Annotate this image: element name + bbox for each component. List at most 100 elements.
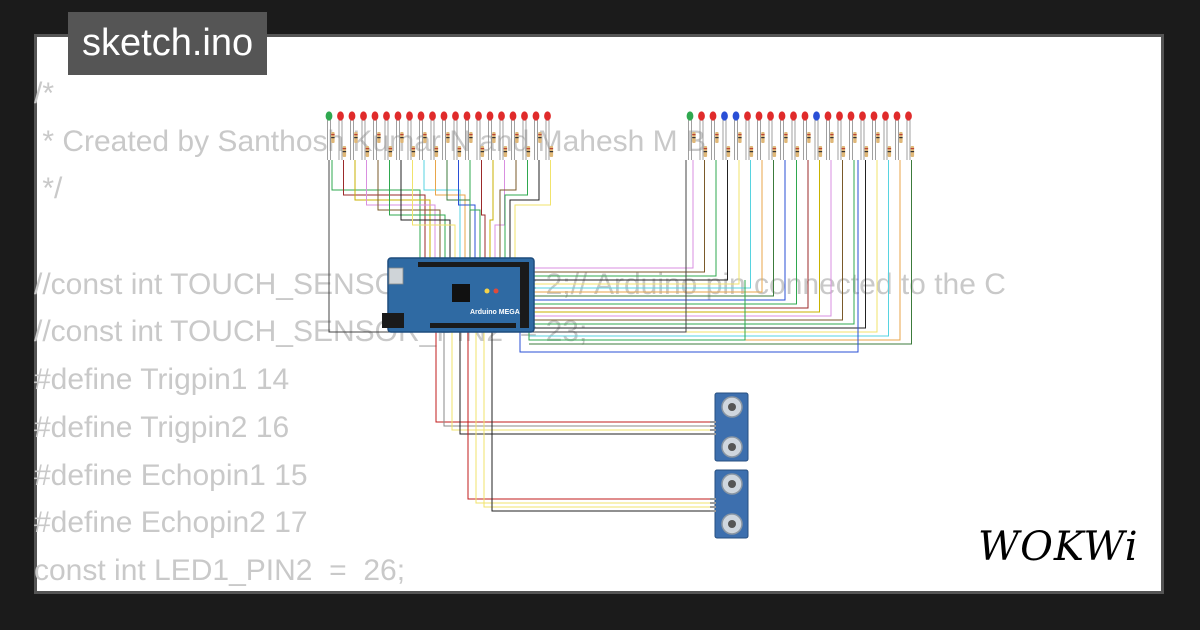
resistor-icon [331, 132, 335, 143]
resistor-icon [910, 146, 915, 157]
wire [343, 160, 426, 262]
led-icon [440, 111, 448, 160]
led-icon [406, 111, 413, 160]
led-icon [429, 111, 436, 160]
wire [458, 160, 476, 262]
resistor-icon [692, 132, 696, 143]
wire [459, 330, 710, 435]
resistor-icon [446, 132, 450, 143]
wire [467, 330, 710, 500]
led-icon [394, 111, 402, 160]
resistor-icon [400, 132, 404, 143]
wire [499, 160, 517, 262]
wire [529, 160, 763, 293]
wire [435, 330, 710, 423]
ultrasonic-sensors [710, 392, 749, 539]
resistor-icon [457, 146, 462, 157]
led-icon [870, 111, 878, 160]
led-icon [417, 111, 425, 160]
led-icon [521, 111, 528, 160]
led-icon [836, 111, 843, 160]
resistor-icon [887, 146, 892, 157]
filename-tab: sketch.ino [68, 12, 268, 75]
ultrasonic-sensor-icon [710, 392, 749, 462]
preview-card [34, 34, 1164, 594]
wire [529, 160, 705, 273]
led-icon [698, 111, 705, 160]
code-line: /* [34, 77, 55, 110]
led-icon [463, 111, 471, 160]
led-icon [348, 111, 356, 160]
wire [504, 160, 528, 262]
wire [514, 160, 551, 262]
led-icon [755, 111, 763, 160]
resistor-icon [354, 132, 358, 143]
led-icon [532, 111, 540, 160]
code-line: const int LED1_PIN2 = 26; [34, 553, 406, 587]
wire [529, 160, 889, 337]
led-icon [325, 111, 333, 160]
led-icon [709, 111, 717, 160]
resistor-icon [515, 132, 519, 143]
led-icon [721, 111, 728, 160]
wire [529, 160, 728, 281]
resistor-icon [795, 146, 800, 157]
wire [491, 330, 710, 512]
led-icon [824, 111, 832, 160]
wire [481, 160, 486, 262]
resistor-icon [377, 132, 381, 143]
led-icon [371, 111, 379, 160]
resistor-icon [864, 146, 869, 157]
resistor-icon [469, 132, 473, 143]
wire [469, 160, 481, 262]
led-icon [475, 111, 482, 160]
ultrasonic-sensor-icon [710, 469, 749, 539]
wire [529, 160, 694, 269]
wire [529, 160, 901, 341]
wire [529, 160, 866, 329]
resistor-icon [434, 146, 439, 157]
wire [529, 160, 809, 309]
led-icon [859, 111, 866, 160]
led-icon [337, 111, 344, 160]
code-line: */ [34, 172, 63, 206]
led-icon [486, 111, 494, 160]
led-icon [778, 111, 786, 160]
wire [519, 160, 859, 353]
led-icon [509, 111, 517, 160]
wire [529, 160, 832, 317]
led-icon [744, 111, 751, 160]
wire [423, 160, 461, 262]
resistor-icon [738, 132, 742, 143]
resistor-icon [411, 146, 416, 157]
resistor-icon [703, 146, 708, 157]
led-bank [325, 111, 915, 160]
resistor-icon [423, 132, 427, 143]
code-line: #define Echopin1 15 [34, 458, 308, 492]
led-icon [801, 111, 809, 160]
wokwi-logo: WOKWi [978, 524, 1139, 570]
wire [529, 160, 797, 305]
led-icon [882, 111, 889, 160]
led-icon [498, 111, 505, 160]
led-icon [893, 111, 901, 160]
wire [529, 160, 786, 301]
wire [529, 160, 878, 333]
led-icon [544, 111, 551, 160]
code-line: #define Trigpin2 16 [34, 410, 290, 444]
code-line: #define Trigpin1 14 [34, 363, 290, 397]
wire [331, 160, 421, 262]
wires [328, 160, 912, 512]
led-icon [790, 111, 797, 160]
resistor-icon [876, 132, 880, 143]
resistor-icon [784, 132, 788, 143]
wire [489, 160, 494, 262]
resistor-icon [772, 146, 777, 157]
resistor-icon [749, 146, 754, 157]
led-icon [847, 111, 855, 160]
resistor-icon [503, 146, 508, 157]
wire [529, 160, 751, 289]
resistor-icon [853, 132, 857, 143]
wire [529, 160, 717, 277]
wire [483, 330, 710, 508]
